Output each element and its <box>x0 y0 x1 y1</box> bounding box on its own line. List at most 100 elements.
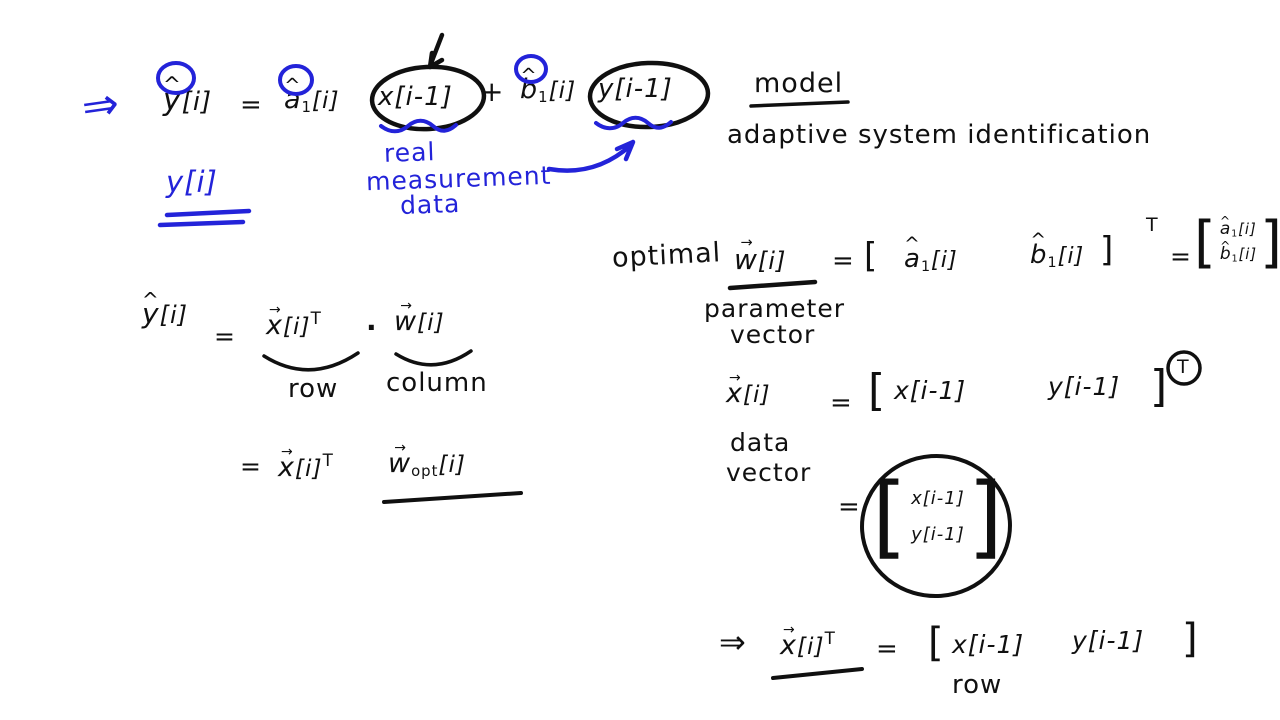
w-opt-vector: →wopt[i] <box>388 441 466 481</box>
right-bracket: ] <box>1150 361 1169 412</box>
b-base: b <box>1219 244 1232 265</box>
x-underline-squiggle <box>379 118 458 134</box>
x-vector-transposed: →x[i]T <box>780 623 836 662</box>
equals-sign: = <box>1170 242 1192 271</box>
circled-transpose: T <box>1177 356 1190 378</box>
index-bracket: [i] <box>417 309 445 336</box>
index-bracket: [i] <box>742 381 771 408</box>
y-base: y <box>142 297 160 330</box>
x-entry: x[i-1] <box>911 487 965 509</box>
row-label: row <box>952 670 1003 700</box>
b-coefficient: ^b1[i] <box>520 65 577 107</box>
index-bracket: [i] <box>548 77 577 104</box>
real-label: real <box>383 137 436 168</box>
x-entry: x[i-1] <box>952 630 1025 659</box>
left-bracket: [ <box>1194 210 1217 275</box>
index-bracket: [i] <box>312 87 340 114</box>
y-hat-lhs: ^y[i] <box>142 289 189 330</box>
x-base: x <box>780 630 797 662</box>
index-bracket: [i] <box>796 633 825 661</box>
a-coefficient: ^a1[i] <box>284 75 340 117</box>
y-entry: y[i-1] <box>911 523 965 545</box>
index-bracket: [i] <box>1238 221 1257 239</box>
hat-accent: ^ <box>141 287 160 312</box>
hat-accent: ^ <box>1220 238 1232 253</box>
left-bracket: [ <box>868 365 887 416</box>
output-signal: y[i] <box>166 165 218 199</box>
left-bracket: [ <box>864 236 879 276</box>
subscript-one: 1 <box>1231 228 1239 240</box>
y-underline-squiggle <box>594 115 673 131</box>
right-bracket: ] <box>1260 214 1280 270</box>
equals-sign: = <box>876 634 899 664</box>
subscript-one: 1 <box>1047 255 1058 271</box>
transpose-sup: T <box>310 308 322 328</box>
plus-sign: + <box>480 75 505 108</box>
index-bracket: [i] <box>931 247 958 273</box>
index-bracket: [i] <box>1057 243 1085 269</box>
x-base: x <box>278 452 295 484</box>
w-base: w <box>394 306 418 337</box>
parameter-column-vector: [ ^a1[i] ^b1[i] ] <box>1194 210 1280 275</box>
column-underbrace <box>394 349 473 367</box>
x-base: x <box>726 378 743 409</box>
hat-accent: ^ <box>284 73 302 97</box>
x-row-underline <box>771 667 864 680</box>
index-bracket: [i] <box>1238 246 1258 264</box>
index-bracket: [i] <box>159 301 189 329</box>
equals-sign: = <box>240 452 262 481</box>
transpose-sup: T <box>824 628 836 648</box>
subscript-one: 1 <box>920 259 932 275</box>
subscript-one: 1 <box>1231 253 1239 265</box>
w-base: w <box>734 243 758 276</box>
output-underline-2 <box>157 219 246 228</box>
row-label: row <box>288 374 339 404</box>
right-bracket: ] <box>967 464 1004 569</box>
w-parameter-vector: →w[i] <box>734 236 786 276</box>
wopt-underline <box>382 491 523 504</box>
x-entry: x[i-1] <box>894 376 967 405</box>
implies-arrow: ⇒ <box>78 77 124 134</box>
parameter-label: parameter <box>704 294 845 323</box>
right-bracket: ] <box>1182 616 1199 662</box>
data-label: data <box>399 188 461 221</box>
a-entry: ^a1[i] <box>904 236 958 275</box>
x-data-vector: →x[i] <box>726 371 771 409</box>
right-bracket: ] <box>1100 230 1115 270</box>
vector-label: vector <box>730 320 816 349</box>
opt-subscript: opt <box>411 462 439 481</box>
model-subtitle: adaptive system identification <box>727 120 1152 150</box>
left-bracket: [ <box>872 464 909 569</box>
hat-accent: ^ <box>520 63 538 87</box>
output-underline-1 <box>164 208 252 218</box>
vector-arrow-icon: → <box>280 443 294 460</box>
vector-arrow-icon: → <box>394 439 408 456</box>
x-data-term: x[i-1] <box>378 82 453 112</box>
equals-sign: = <box>832 246 855 276</box>
subscript-one: 1 <box>301 98 312 117</box>
w-base: w <box>388 448 412 479</box>
b-base: b <box>1030 240 1048 270</box>
b-entry: ^b1[i] <box>1030 232 1085 271</box>
index-bracket: [i] <box>294 455 323 483</box>
y-hat-estimate: ^y[i] <box>163 75 212 116</box>
x-vector-transposed: →x[i]T <box>266 303 322 341</box>
data-vector-label-1: data <box>730 428 791 457</box>
x-vector-transposed: →x[i]T <box>278 445 334 484</box>
hat-accent: ^ <box>162 72 182 98</box>
y-entry: y[i-1] <box>1072 626 1145 655</box>
transpose-sup: T <box>1146 214 1159 236</box>
dot-operator: · <box>366 311 378 344</box>
subscript-one: 1 <box>538 88 549 107</box>
model-underline <box>749 100 850 108</box>
index-bracket: [i] <box>282 313 311 341</box>
equals-sign: = <box>838 492 861 522</box>
optimal-label: optimal <box>611 237 722 274</box>
pointer-arrow <box>427 32 445 70</box>
hat-accent: ^ <box>904 234 921 256</box>
hat-accent: ^ <box>1030 230 1048 252</box>
model-title: model <box>754 68 844 99</box>
equals-sign: = <box>240 90 263 120</box>
measurement-arrow <box>546 139 636 173</box>
y-data-term: y[i-1] <box>598 74 673 104</box>
